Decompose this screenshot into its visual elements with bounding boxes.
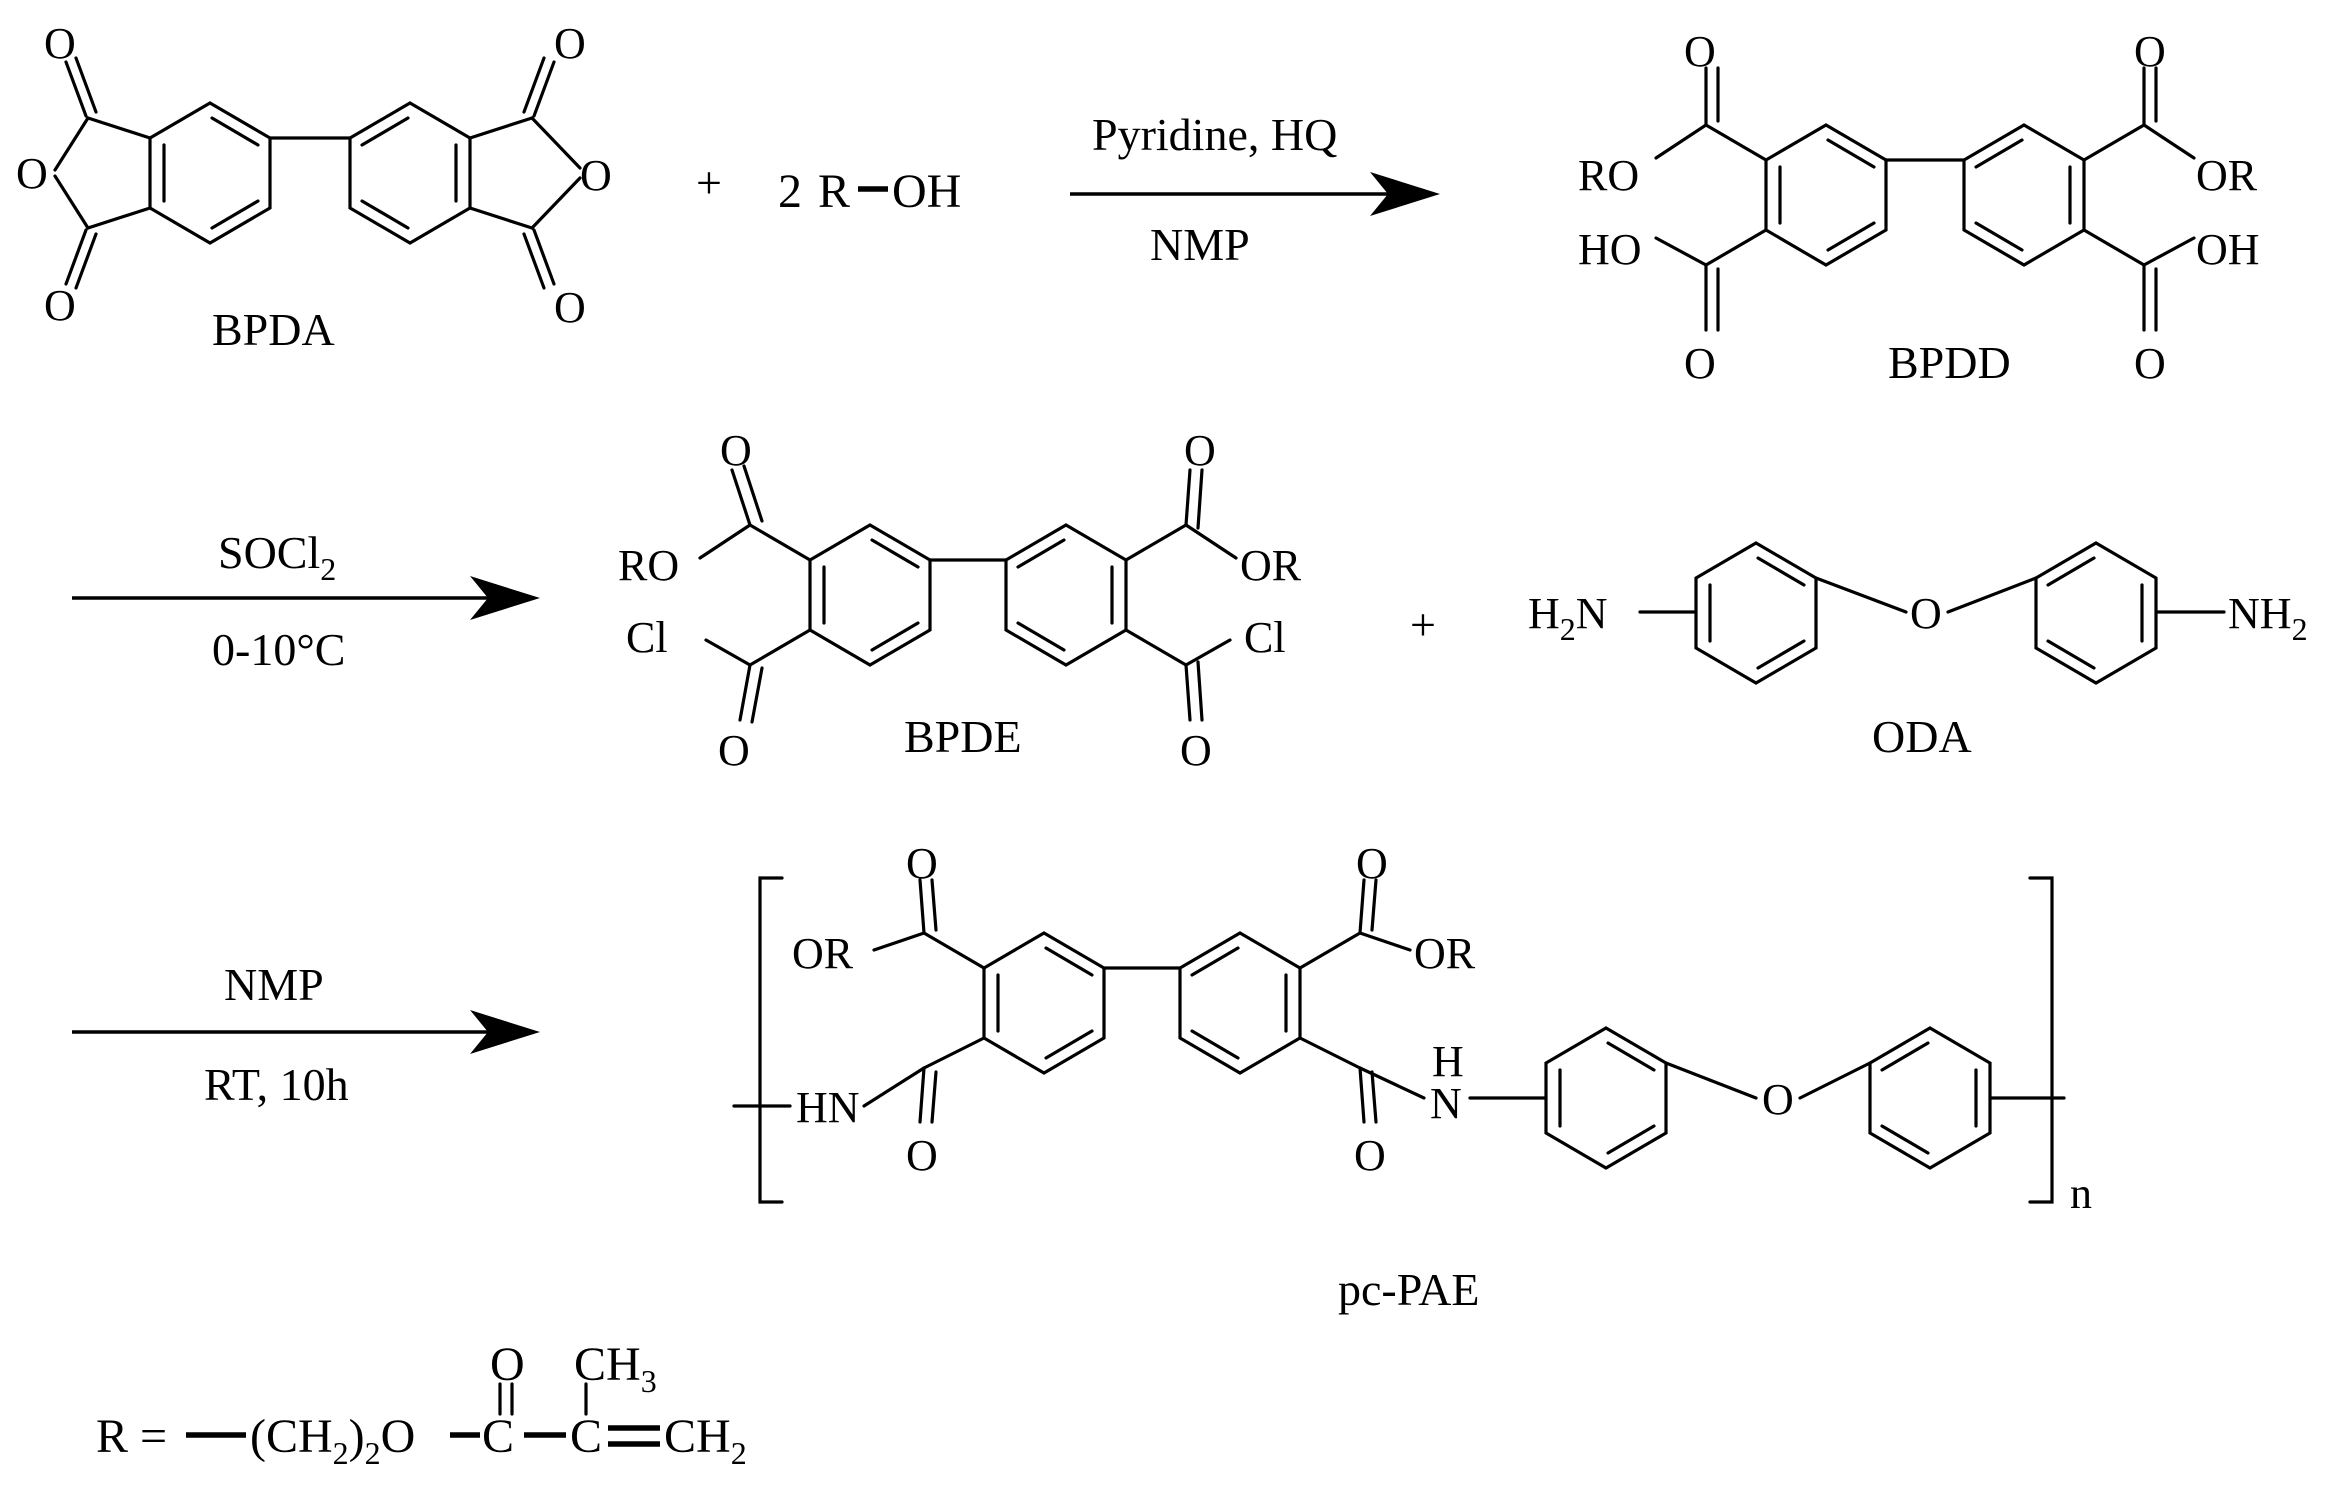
reaction-arrow-3-head [470,1010,540,1054]
bpda-o-bottom-left: O [44,281,76,330]
bpda-o-bottom-right: O [554,283,586,332]
step2-reagent: SOCl2 [218,527,336,587]
oda-h2n: H2N [1528,589,1608,647]
polymer-ether-o: O [1762,1075,1794,1124]
bpde-label: BPDE [904,711,1022,762]
r-group-carbonyl-o: O [490,1338,525,1391]
alcohol-oh: OH [892,165,961,218]
bpdd-label: BPDD [1888,337,2011,388]
bpda-o-ring-left: O [16,149,48,198]
bpdd-o-bottom-left: O [1684,339,1716,388]
polymer-repeat-n: n [2070,1169,2092,1218]
bpda-o-top-right: O [554,19,586,68]
polymer-hn: HN [796,1083,860,1132]
bpde-o-top-right: O [1184,426,1216,475]
bpde-ro: RO [618,541,679,590]
step1-conditions-above: Pyridine, HQ [1092,109,1337,160]
oda-ether-o: O [1910,589,1942,638]
polymer-o-bottom-right: O [1354,1131,1386,1180]
bpde-cl-left: Cl [626,613,668,662]
polymer-or-right: OR [1414,929,1476,978]
bpde-o-top-left: O [720,426,752,475]
polymer-o-top-left: O [906,839,938,888]
r-group-methyl: CH3 [574,1338,657,1399]
r-group-vinyl-c: C [570,1410,602,1463]
bpdd-o-top-right: O [2134,27,2166,76]
r-group-ch2-end: CH2 [664,1410,747,1471]
r-group-lhs: R = [96,1410,167,1463]
alcohol-coefficient: 2 [778,165,802,218]
polymer-o-top-right: O [1356,839,1388,888]
step1-conditions-below: NMP [1150,219,1250,270]
polymer-or-left: OR [792,929,854,978]
bpda-o-ring-right: O [580,151,612,200]
bpde-structure [698,464,1238,724]
bpda-o-top-left: O [44,19,76,68]
step2-temperature: 0-10°C [212,624,345,675]
bpde-o-bottom-right: O [1180,726,1212,775]
plus-sign-row2: + [1410,599,1436,650]
polymer-o-bottom-left: O [906,1131,938,1180]
r-group-definition: R = (CH2)2O C O C CH3 CH2 [96,1338,747,1471]
polymer-structure [732,878,2066,1170]
bpdd-or: OR [2196,151,2258,200]
alcohol-r: R [818,165,850,218]
bpdd-o-top-left: O [1684,27,1716,76]
bpdd-ho: HO [1578,225,1642,274]
oda-structure [1638,541,2226,685]
bpde-o-bottom-left: O [718,726,750,775]
step3-conditions-above: NMP [224,959,324,1010]
polymer-amide-h: H [1432,1037,1464,1086]
bpdd-structure [1654,66,2196,332]
polymer-left-bracket [758,876,784,1204]
bpda-structure [53,56,582,290]
r-group-ch2-chain: (CH2)2O [250,1410,415,1471]
polymer-amide-n: N [1430,1079,1462,1128]
bpda-label: BPDA [212,304,335,355]
reaction-arrow-1-head [1370,172,1440,216]
bpde-cl-right: Cl [1244,613,1286,662]
oda-nh2: NH2 [2228,589,2308,647]
step3-conditions-below: RT, 10h [204,1059,349,1110]
oda-label: ODA [1872,711,1972,762]
polymer-label: pc-PAE [1338,1264,1479,1315]
bpdd-o-bottom-right: O [2134,339,2166,388]
bpdd-oh: OH [2196,225,2260,274]
r-group-carbonyl-c: C [482,1410,514,1463]
bpdd-ro: RO [1578,151,1639,200]
plus-sign-row1: + [696,157,722,208]
reaction-arrow-2-head [470,576,540,620]
polymer-right-bracket [2028,876,2054,1204]
bpde-or: OR [1240,541,1302,590]
